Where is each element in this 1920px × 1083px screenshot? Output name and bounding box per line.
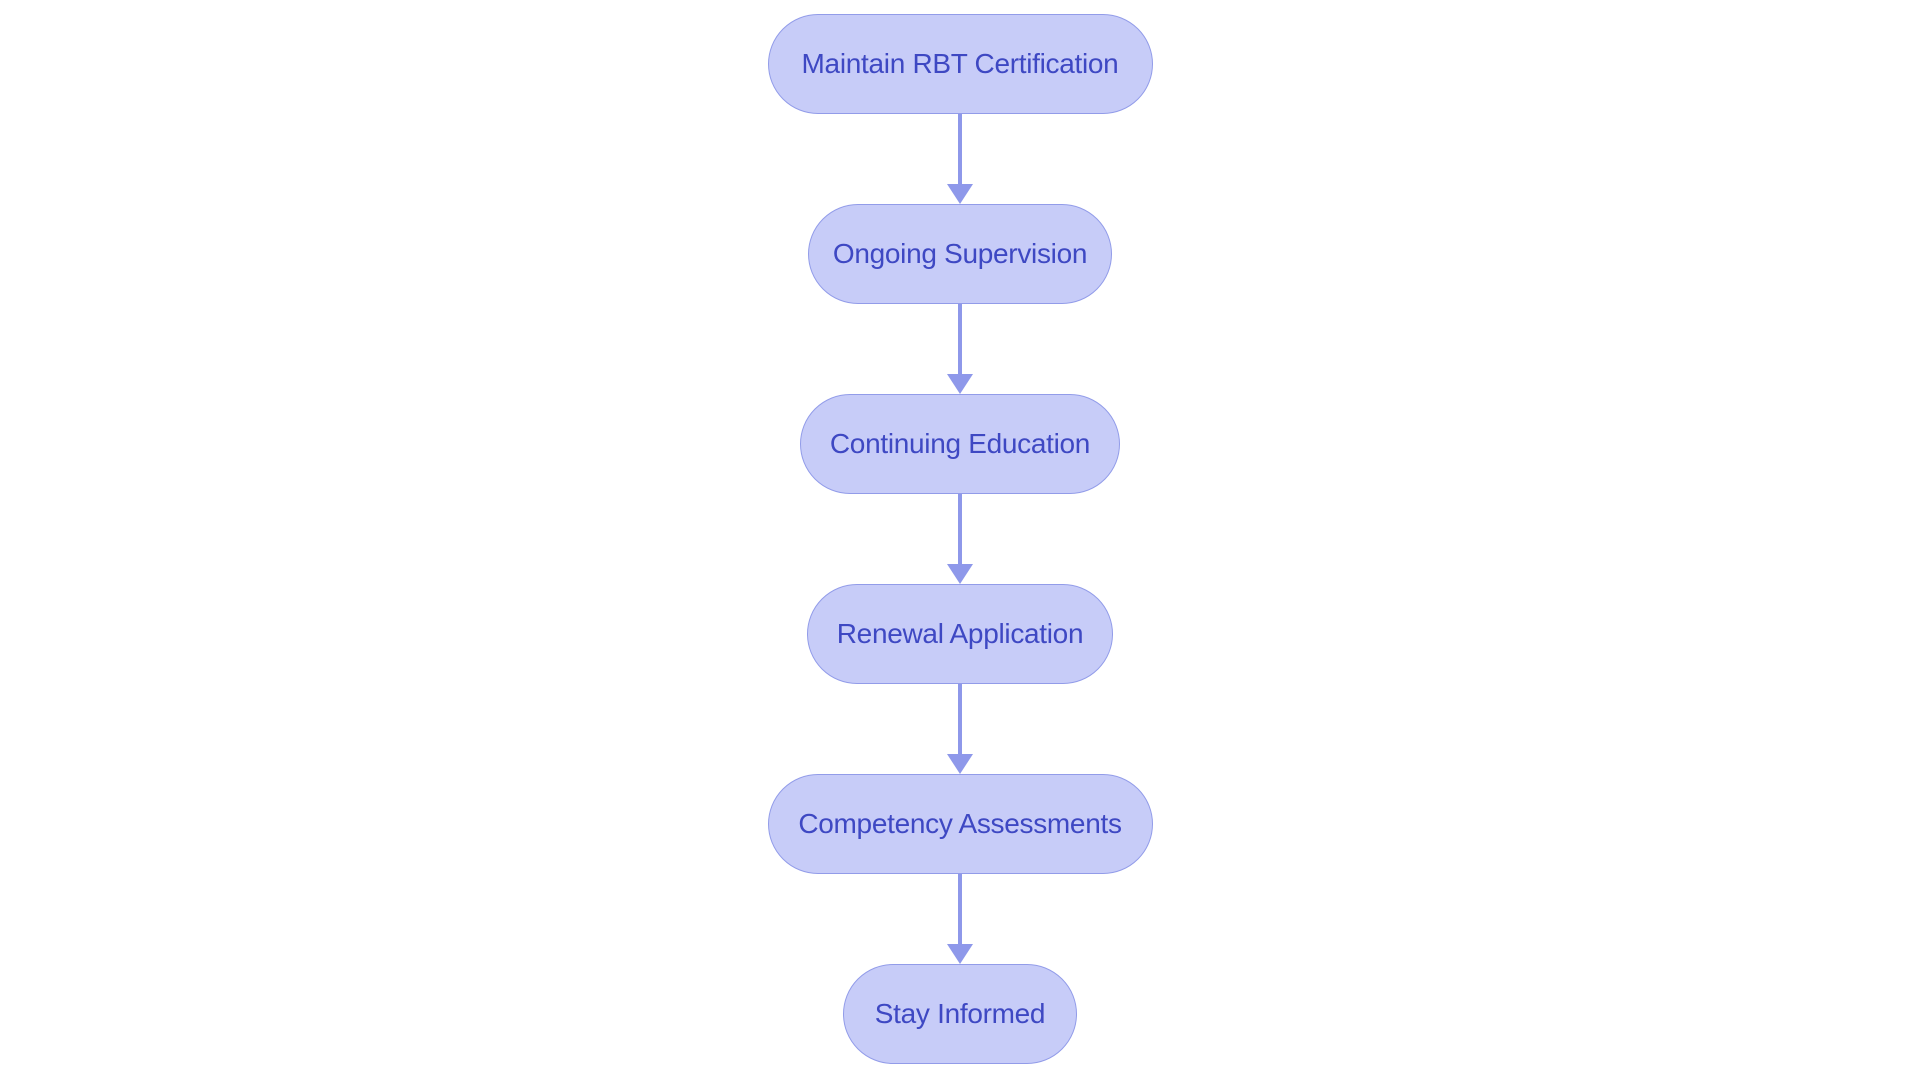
connector-arrow-1 bbox=[947, 114, 973, 204]
node-label: Maintain RBT Certification bbox=[801, 48, 1119, 79]
flow-node-renewal-application: Renewal Application bbox=[807, 584, 1113, 684]
flow-node-competency-assessments: Competency Assessments bbox=[767, 774, 1153, 874]
flow-node-maintain-rbt-certification: Maintain RBT Certification bbox=[767, 14, 1153, 114]
node-label: Renewal Application bbox=[836, 618, 1084, 649]
flow-node-stay-informed: Stay Informed bbox=[843, 964, 1077, 1064]
node-label: Stay Informed bbox=[874, 998, 1046, 1029]
connector-arrow-5 bbox=[947, 874, 973, 964]
connector-line bbox=[958, 874, 962, 944]
connector-arrow-2 bbox=[947, 304, 973, 394]
connector-arrow-4 bbox=[947, 684, 973, 774]
flow-node-ongoing-supervision: Ongoing Supervision bbox=[808, 204, 1112, 304]
connector-line bbox=[958, 114, 962, 184]
arrow-down-icon bbox=[947, 754, 973, 774]
arrow-down-icon bbox=[947, 944, 973, 964]
arrow-down-icon bbox=[947, 184, 973, 204]
flow-node-continuing-education: Continuing Education bbox=[800, 394, 1120, 494]
arrow-down-icon bbox=[947, 564, 973, 584]
arrow-down-icon bbox=[947, 374, 973, 394]
connector-arrow-3 bbox=[947, 494, 973, 584]
node-label: Competency Assessments bbox=[798, 808, 1122, 839]
connector-line bbox=[958, 304, 962, 374]
node-label: Continuing Education bbox=[829, 428, 1091, 459]
node-label: Ongoing Supervision bbox=[832, 238, 1088, 269]
connector-line bbox=[958, 494, 962, 564]
connector-line bbox=[958, 684, 962, 754]
